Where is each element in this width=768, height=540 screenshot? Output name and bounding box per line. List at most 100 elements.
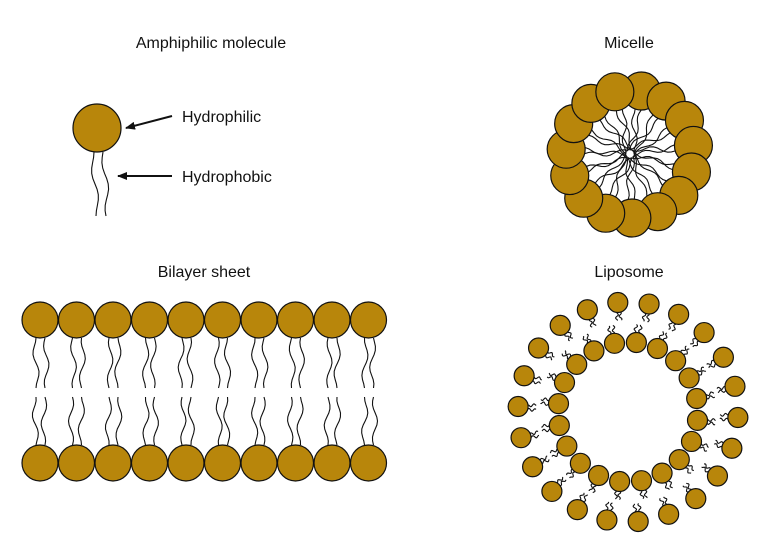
lipid xyxy=(686,387,716,410)
tail xyxy=(689,337,696,345)
tail xyxy=(67,396,75,446)
lipid xyxy=(603,324,626,354)
head xyxy=(513,365,535,387)
tail xyxy=(296,396,304,446)
tail xyxy=(668,322,673,330)
head xyxy=(556,435,578,457)
head xyxy=(651,462,673,484)
head xyxy=(569,452,591,474)
head xyxy=(607,291,629,314)
tail xyxy=(705,391,715,397)
tail xyxy=(582,335,589,344)
lipid xyxy=(626,109,642,153)
tail xyxy=(618,311,623,321)
hydrophilic-label: Hydrophilic xyxy=(182,109,261,126)
lipid xyxy=(714,437,743,459)
lipid xyxy=(689,321,715,348)
tail xyxy=(706,359,714,366)
head xyxy=(646,337,669,360)
head xyxy=(57,444,96,482)
tail xyxy=(43,337,50,389)
tail xyxy=(79,337,86,389)
tail xyxy=(605,501,610,511)
tail xyxy=(223,337,232,389)
lipid xyxy=(276,301,315,389)
tail xyxy=(700,443,709,448)
tail xyxy=(369,337,376,389)
tail xyxy=(564,350,572,357)
lipid xyxy=(276,396,315,482)
lipid xyxy=(540,393,570,415)
head xyxy=(627,510,649,533)
lipid xyxy=(615,109,634,153)
tail xyxy=(566,468,573,476)
tail xyxy=(638,324,643,334)
lipid xyxy=(587,464,610,494)
tail xyxy=(646,314,650,323)
tail xyxy=(633,127,667,157)
head xyxy=(668,303,690,325)
tail xyxy=(664,482,670,490)
tail xyxy=(639,490,645,499)
tail xyxy=(539,455,548,461)
head xyxy=(712,346,734,368)
head xyxy=(203,301,242,339)
tail xyxy=(719,417,729,422)
lipid xyxy=(57,301,96,389)
tail xyxy=(588,483,594,491)
tail xyxy=(223,396,231,446)
lipid xyxy=(631,144,676,158)
tail xyxy=(704,463,711,469)
head xyxy=(130,301,169,339)
lipid xyxy=(625,156,636,200)
tail xyxy=(699,446,708,452)
tail xyxy=(617,491,622,500)
head xyxy=(609,470,631,493)
tail xyxy=(586,157,630,168)
tail xyxy=(540,401,549,406)
tail xyxy=(611,324,616,334)
tail xyxy=(592,317,597,326)
micelle xyxy=(546,71,714,238)
tail xyxy=(632,503,638,512)
lipid xyxy=(566,452,591,479)
tail xyxy=(569,471,576,479)
head xyxy=(665,350,687,372)
tail xyxy=(715,439,724,444)
head xyxy=(527,337,550,359)
tail xyxy=(633,154,648,196)
head xyxy=(507,395,529,418)
tail xyxy=(567,331,574,339)
tail xyxy=(609,157,633,195)
lipid xyxy=(167,301,205,389)
tail xyxy=(541,423,550,428)
head xyxy=(603,332,626,354)
tail xyxy=(701,466,709,473)
tail xyxy=(719,412,729,417)
head xyxy=(21,444,59,482)
tail xyxy=(716,386,725,390)
tail xyxy=(528,403,537,408)
tail xyxy=(548,372,557,377)
head xyxy=(625,331,647,354)
tail xyxy=(361,337,369,389)
head xyxy=(566,499,588,521)
lipid xyxy=(94,396,132,482)
lipid xyxy=(665,345,690,372)
tail xyxy=(334,396,342,446)
head xyxy=(680,430,703,453)
tail xyxy=(561,353,569,360)
tail xyxy=(288,337,296,389)
tail xyxy=(599,152,627,188)
lipid xyxy=(668,449,694,474)
tail xyxy=(637,503,642,512)
head xyxy=(94,444,132,482)
tail xyxy=(215,396,223,446)
lipid xyxy=(541,476,567,503)
lipid xyxy=(607,291,629,321)
head xyxy=(349,301,388,339)
hydrophobic-label: Hydrophobic xyxy=(182,169,272,186)
tail xyxy=(682,485,689,493)
head xyxy=(276,301,315,339)
tail xyxy=(686,482,692,490)
